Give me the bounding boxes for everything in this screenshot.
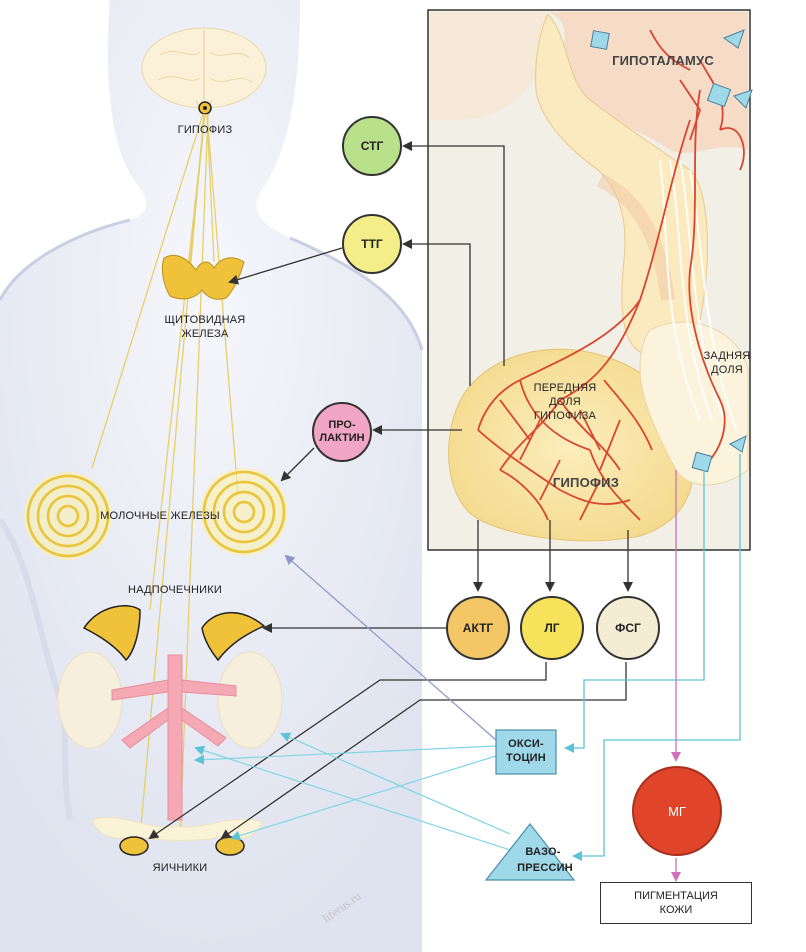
oxytocin-label-2: ТОЦИН: [496, 752, 556, 765]
pituitary-inset: [428, 10, 752, 550]
vasopressin-label-2: ПРЕССИН: [510, 862, 580, 875]
mammary-label: МОЛОЧНЫЕ ЖЕЛЕЗЫ: [70, 510, 250, 523]
ttg-label: ТТГ: [361, 238, 382, 251]
skin-pigmentation-line1: ПИГМЕНТАЦИЯ: [634, 889, 718, 903]
skin-pigmentation-line2: КОЖИ: [660, 903, 693, 917]
anterior-lobe-line3: ГИПОФИЗА: [520, 410, 610, 423]
prolactin-label-2: ЛАКТИН: [319, 432, 364, 445]
stg-label: СТГ: [361, 140, 384, 153]
pituitary-label: ГИПОФИЗ: [170, 124, 240, 137]
skin-pigmentation-box: ПИГМЕНТАЦИЯ КОЖИ: [600, 882, 752, 924]
vasopressin-label-1: ВАЗО-: [508, 846, 578, 859]
anterior-lobe-line1: ПЕРЕДНЯЯ: [520, 382, 610, 395]
anterior-lobe-line2: ДОЛЯ: [520, 396, 610, 409]
pituitary-inset-label: ГИПОФИЗ: [536, 476, 636, 489]
ovaries-label: ЯИЧНИКИ: [120, 862, 240, 875]
mg-label: МГ: [668, 805, 686, 818]
thyroid-label-line2: ЖЕЛЕЗА: [130, 328, 280, 341]
ovary-left: [120, 837, 148, 855]
oxytocin-label-1: ОКСИ-: [496, 738, 556, 751]
prolactin-label-1: ПРО-: [328, 419, 355, 432]
prolactin-circle: ПРО-ЛАКТИН: [312, 402, 372, 462]
hypothalamus-label: ГИПОТАЛАМУС: [588, 54, 738, 67]
adrenal-label: НАДПОЧЕЧНИКИ: [100, 584, 250, 597]
mg-circle: МГ: [632, 766, 722, 856]
posterior-lobe-line1: ЗАДНЯЯ: [692, 350, 762, 363]
ovary-right: [216, 837, 244, 855]
thyroid-label-line1: ЩИТОВИДНАЯ: [130, 314, 280, 327]
stg-circle: СТГ: [342, 116, 402, 176]
lg-circle: ЛГ: [520, 596, 584, 660]
posterior-lobe-line2: ДОЛЯ: [692, 364, 762, 377]
pituitary-small: [199, 102, 211, 114]
actg-label: АКТГ: [463, 622, 493, 635]
fsg-label: ФСГ: [615, 622, 641, 635]
ttg-circle: ТТГ: [342, 214, 402, 274]
fsg-circle: ФСГ: [596, 596, 660, 660]
actg-circle: АКТГ: [446, 596, 510, 660]
lg-label: ЛГ: [544, 622, 559, 635]
